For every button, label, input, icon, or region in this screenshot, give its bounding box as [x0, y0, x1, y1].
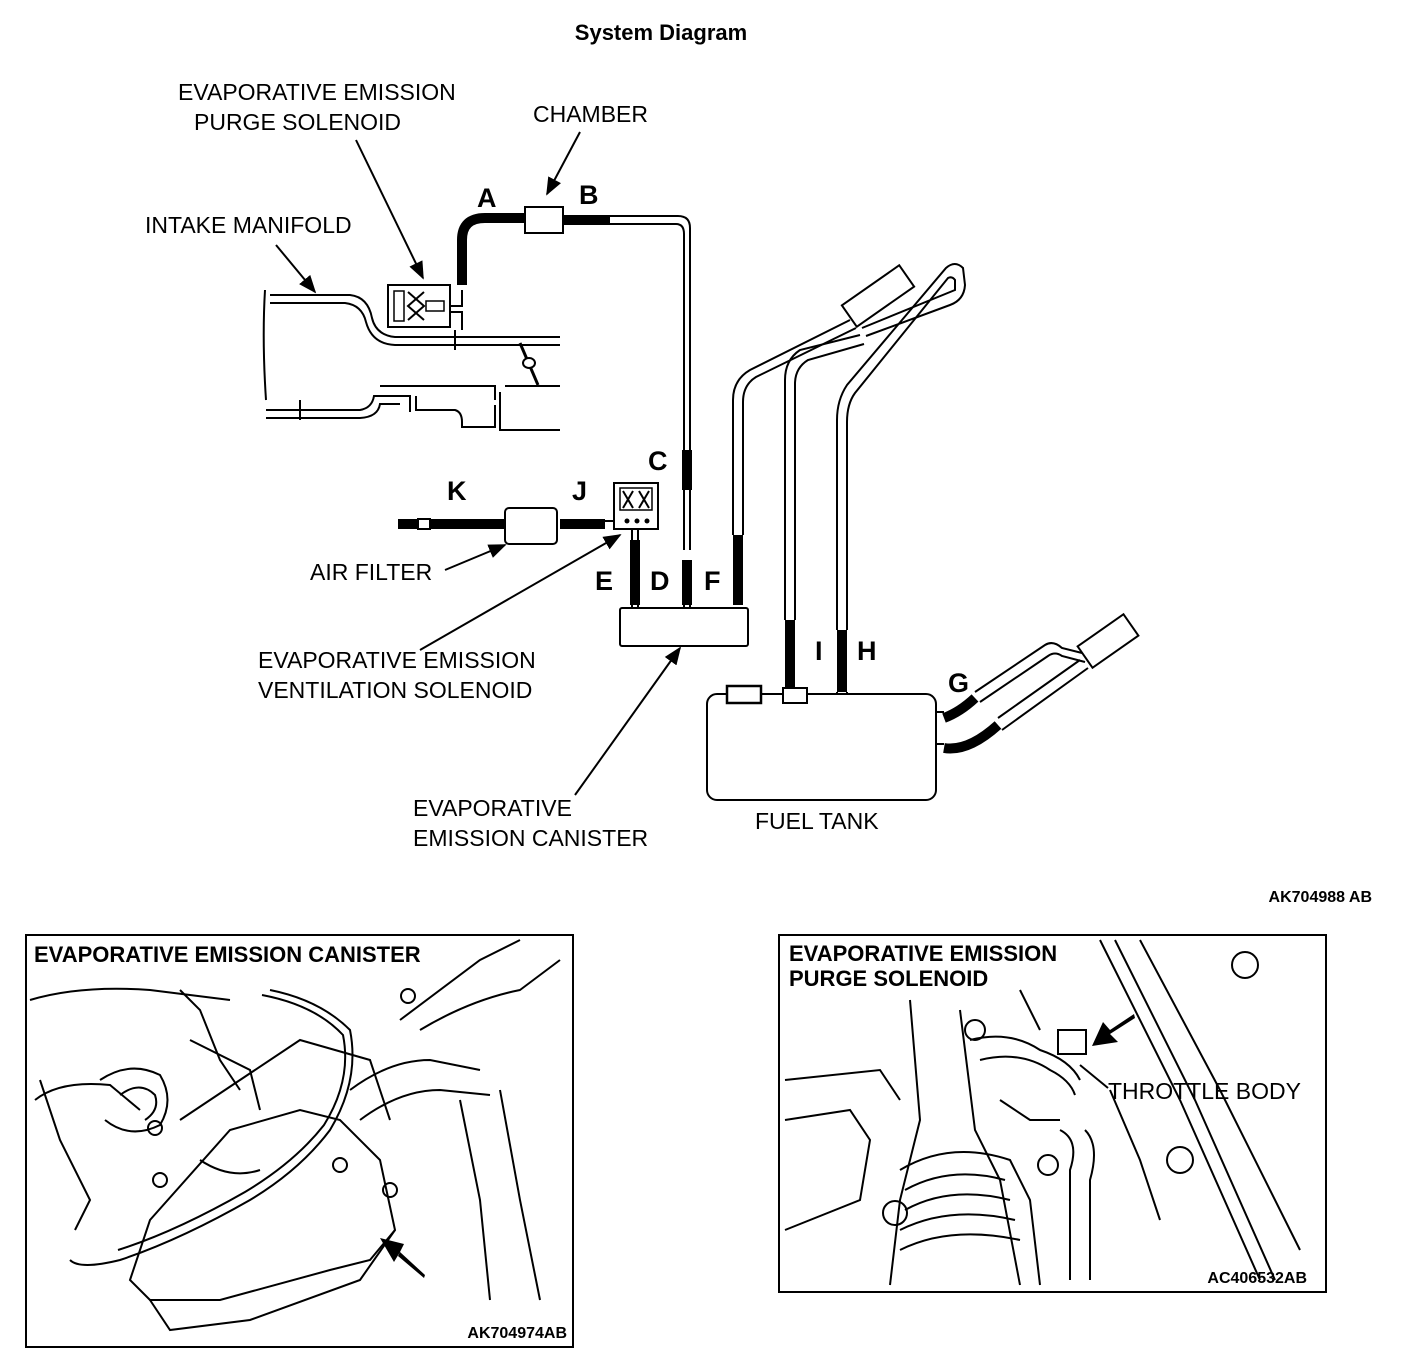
- intake-manifold: [262, 289, 560, 431]
- hose-a: [457, 213, 525, 285]
- letter-e: E: [595, 566, 613, 596]
- ventilation-solenoid: [613, 482, 659, 530]
- label-air-filter: AIR FILTER: [310, 559, 432, 585]
- canister-sketch: [29, 939, 561, 1332]
- letter-b: B: [579, 180, 599, 210]
- leader-throttle-body: [1079, 1064, 1109, 1089]
- panel-canister: EVAPORATIVE EMISSION CANISTER AK704974AB: [25, 934, 574, 1348]
- letter-j: J: [572, 476, 587, 506]
- panel-purge-title-1: EVAPORATIVE EMISSION: [789, 941, 1057, 966]
- panel-purge-code: AC406532AB: [1207, 1270, 1307, 1287]
- label-ventilation-solenoid-1: EVAPORATIVE EMISSION: [258, 647, 536, 673]
- solenoid-pointer-arrow: [1092, 1014, 1135, 1046]
- letter-g: G: [948, 668, 969, 698]
- panel-purge-solenoid: EVAPORATIVE EMISSION PURGE SOLENOID THRO…: [778, 934, 1327, 1293]
- leader-air-filter: [444, 544, 507, 571]
- leader-canister: [574, 646, 682, 796]
- fuel-tank: [706, 693, 937, 801]
- label-purge-solenoid-1: EVAPORATIVE EMISSION: [178, 79, 456, 105]
- letter-k: K: [447, 476, 467, 506]
- label-chamber: CHAMBER: [533, 101, 648, 127]
- label-throttle-body: THROTTLE BODY: [1108, 1078, 1301, 1104]
- label-ventilation-solenoid-2: VENTILATION SOLENOID: [258, 677, 532, 703]
- chamber: [524, 206, 564, 234]
- label-canister-2: EMISSION CANISTER: [413, 825, 648, 851]
- label-intake-manifold: INTAKE MANIFOLD: [145, 212, 352, 238]
- purge-solenoid-sketch: [784, 939, 1301, 1286]
- letter-f: F: [704, 566, 721, 596]
- air-filter: [504, 507, 558, 545]
- leader-intake-manifold: [275, 244, 317, 294]
- filler-cap-lower: [1076, 612, 1140, 670]
- purge-solenoid: [387, 284, 463, 330]
- canister: [619, 607, 749, 647]
- letter-c: C: [648, 446, 668, 476]
- label-fuel-tank: FUEL TANK: [755, 808, 879, 834]
- diagram-code: AK704988 AB: [1269, 889, 1372, 906]
- leader-ventilation-solenoid: [419, 534, 622, 651]
- diagram-title: System Diagram: [575, 20, 747, 45]
- label-canister-1: EVAPORATIVE: [413, 795, 572, 821]
- panel-purge-title-2: PURGE SOLENOID: [789, 966, 988, 991]
- panel-canister-title: EVAPORATIVE EMISSION CANISTER: [34, 942, 421, 967]
- letter-d: D: [650, 566, 670, 596]
- leader-chamber: [546, 131, 581, 196]
- letter-h: H: [857, 636, 877, 666]
- label-purge-solenoid-2: PURGE SOLENOID: [194, 109, 401, 135]
- letter-i: I: [815, 636, 823, 666]
- letter-a: A: [477, 183, 497, 213]
- hose-g: [942, 694, 979, 723]
- filler-cap-upper: [840, 263, 916, 329]
- leader-purge-solenoid: [355, 139, 424, 280]
- canister-pointer-arrow: [380, 1238, 425, 1278]
- panel-canister-code: AK704974AB: [467, 1325, 567, 1342]
